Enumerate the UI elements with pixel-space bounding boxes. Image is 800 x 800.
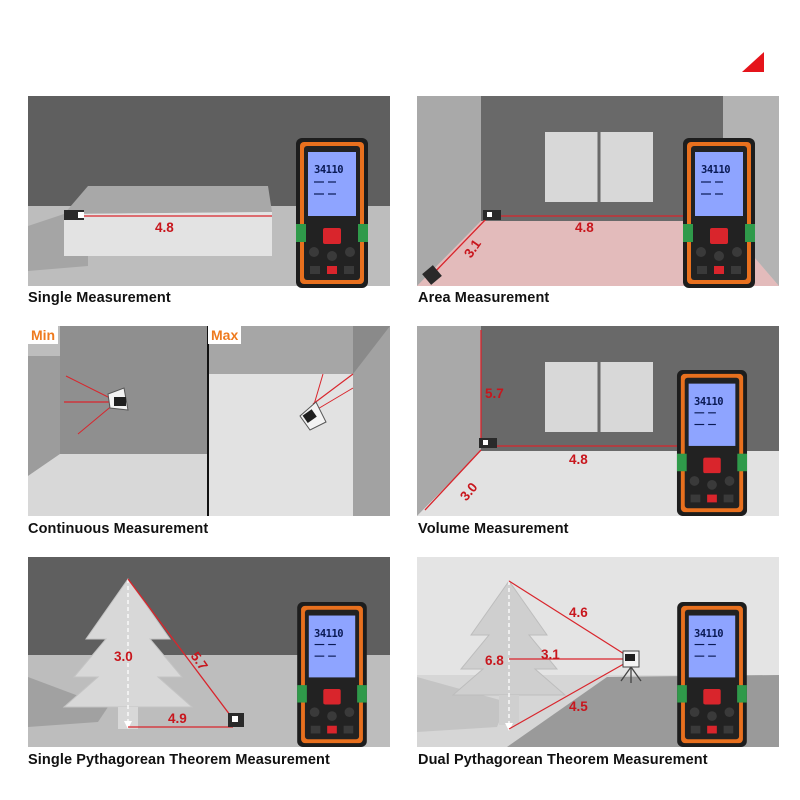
- measure-height: 5.7: [485, 386, 504, 401]
- panel-continuous-measurement: Min Max: [28, 326, 390, 516]
- measure-length: 4.8: [155, 220, 174, 235]
- continuous-measurement-scene: [28, 326, 390, 516]
- caption-continuous-measurement: Continuous Measurement: [28, 521, 209, 537]
- caption-single-pythagorean: Single Pythagorean Theorem Measurement: [28, 752, 330, 768]
- lcd-readout: 34110: [694, 396, 724, 408]
- laser-distance-meter-icon: 34110: [296, 602, 368, 752]
- lcd-readout: 34110: [314, 164, 344, 176]
- lcd-readout: 34110: [694, 628, 724, 640]
- tag-min: Min: [28, 326, 59, 344]
- caption-dual-pythagorean: Dual Pythagorean Theorem Measurement: [418, 752, 708, 768]
- caption-volume-measurement: Volume Measurement: [418, 521, 569, 537]
- measure-height: 6.8: [485, 653, 504, 668]
- laser-distance-meter-icon: 34110: [676, 602, 748, 752]
- caption-single-measurement: Single Measurement: [28, 290, 171, 306]
- measure-base: 4.9: [168, 711, 187, 726]
- measure-length: 4.8: [569, 452, 588, 467]
- measure-horizontal: 3.1: [541, 647, 560, 662]
- corner-triangle-icon: [742, 52, 764, 72]
- lcd-readout: 34110: [314, 628, 344, 640]
- laser-distance-meter-icon: 34110: [676, 370, 748, 521]
- measure-upper-hypotenuse: 4.6: [569, 605, 588, 620]
- laser-distance-meter-icon: 34110: [296, 138, 368, 293]
- laser-distance-meter-icon: 34110: [683, 138, 755, 293]
- caption-area-measurement: Area Measurement: [418, 290, 550, 306]
- lcd-readout: 34110: [701, 164, 731, 176]
- measure-height: 3.0: [114, 649, 133, 664]
- measure-length: 4.8: [575, 220, 594, 235]
- measure-lower-hypotenuse: 4.5: [569, 699, 588, 714]
- tag-max: Max: [208, 326, 242, 344]
